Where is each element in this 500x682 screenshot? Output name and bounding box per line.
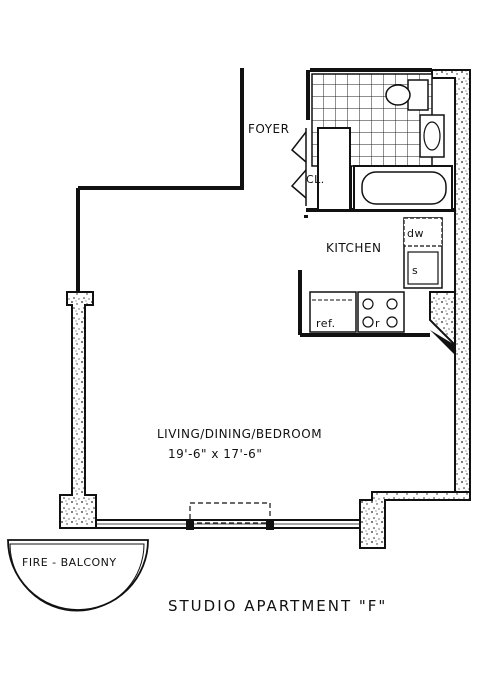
wall-west (59, 291, 97, 529)
toilet-icon (385, 79, 429, 111)
room-label-kitchen: KITCHEN (326, 241, 382, 255)
room-label-closet: CL. (306, 173, 325, 186)
room-label-balcony: FIRE - BALCONY (22, 556, 117, 569)
bath-sink-icon (419, 114, 445, 158)
wall-southeast (359, 491, 471, 549)
room-label-foyer: FOYER (248, 122, 289, 136)
closet (290, 127, 351, 211)
room-label-living: LIVING/DINING/BEDROOM (157, 427, 322, 441)
bathtub-icon (353, 165, 453, 211)
fixture-label-refrigerator: ref. (316, 317, 336, 330)
fixture-label-range: r (375, 317, 380, 330)
fixture-label-sink: s (412, 264, 418, 277)
room-dimensions-living: 19'-6" x 17'-6" (168, 447, 262, 461)
fire-balcony (7, 539, 149, 612)
window-wall-south (96, 502, 360, 530)
kitchen-counter-east (403, 217, 443, 289)
kitchen-counter-south (309, 291, 405, 333)
fixture-label-dishwasher: dw (407, 227, 424, 240)
plan-title: STUDIO APARTMENT "F" (168, 597, 387, 615)
